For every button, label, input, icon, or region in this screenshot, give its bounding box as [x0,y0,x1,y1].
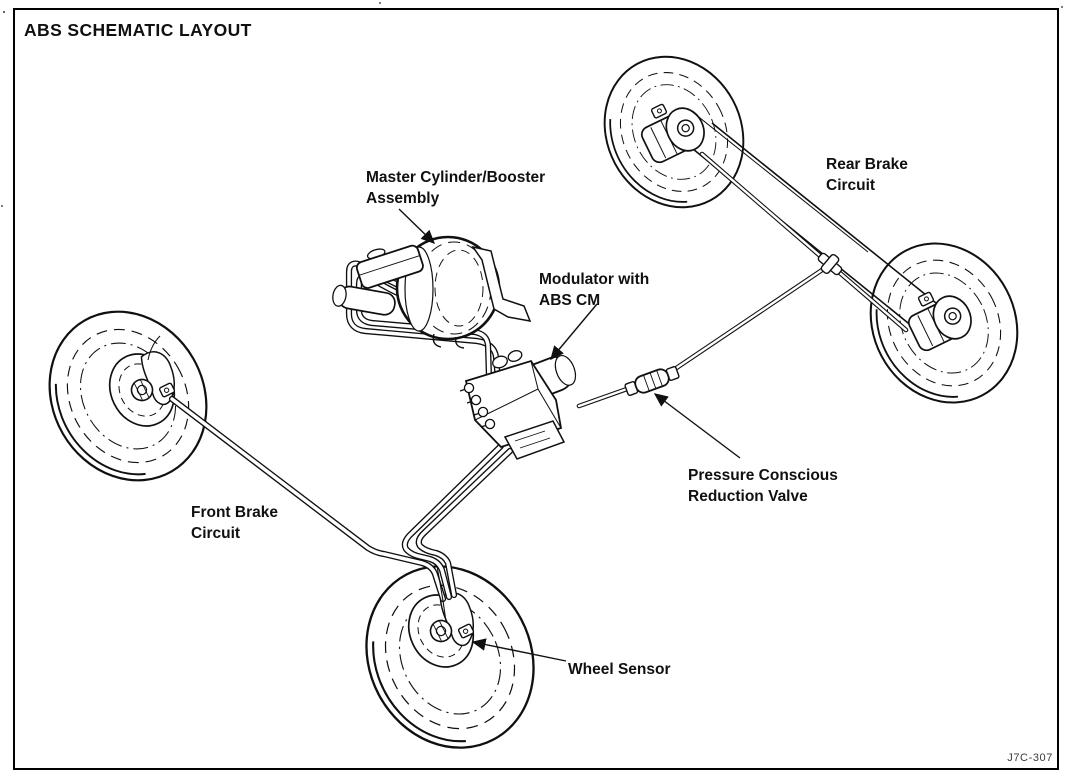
page-title: ABS SCHEMATIC LAYOUT [24,20,252,40]
label-modulator-line1: Modulator with [539,271,649,288]
label-wheel-sensor: Wheel Sensor [568,661,671,678]
mount-bracket [471,245,532,322]
master-cylinder-leader [398,208,436,244]
label-rear-brake-circuit: Rear Brake Circuit [826,156,908,194]
pressure-valve-leader [653,393,741,459]
leader-arrows [398,208,741,662]
modulator-ports [459,382,496,430]
master-cylinder-body [332,284,396,316]
label-rear-brake-line1: Rear Brake [826,156,908,173]
label-modulator-line2: ABS CM [539,292,600,309]
label-pressure-valve-line1: Pressure Conscious [688,467,838,484]
wheel-sensor-leader [471,638,567,662]
label-master-cylinder: Master Cylinder/Booster Assembly [366,169,545,207]
label-pressure-valve: Pressure Conscious Reduction Valve [688,467,838,505]
reservoir [355,244,424,289]
label-master-cylinder-line1: Master Cylinder/Booster [366,169,545,186]
t-junction-fitting [817,252,843,276]
figure-border [13,8,1059,770]
pressure-conscious-reduction-valve [624,365,680,397]
scan-artifacts [1,2,1063,207]
master-cylinder-booster-assembly [332,235,532,349]
label-pressure-valve-line2: Reduction Valve [688,488,808,505]
label-front-brake-circuit: Front Brake Circuit [191,504,278,542]
label-rear-brake-line2: Circuit [826,177,875,194]
clevis-hooks [432,333,465,349]
label-front-brake-line2: Circuit [191,525,240,542]
wheel-sensor-wires [147,109,869,623]
modulator-abs-cm [459,350,577,460]
label-modulator: Modulator with ABS CM [539,271,649,309]
modulator-leader [550,303,598,361]
figure-code: J7C-307 [1007,752,1053,764]
label-front-brake-line1: Front Brake [191,504,278,521]
label-master-cylinder-line2: Assembly [366,190,440,207]
